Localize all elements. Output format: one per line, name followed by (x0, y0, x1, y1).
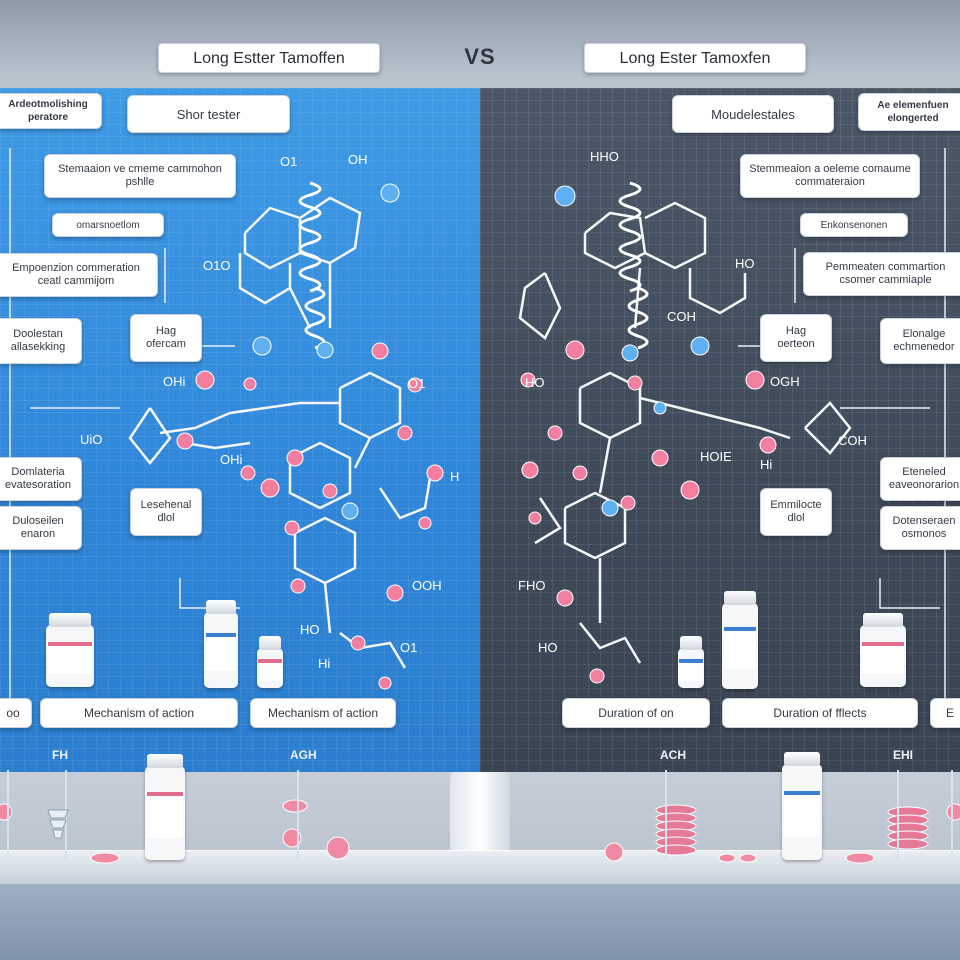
rail-label-fh: FH (52, 748, 68, 762)
formula-label: Hi (760, 457, 772, 472)
monitor-stand (450, 772, 510, 856)
pill-bottle-icon (46, 613, 94, 687)
formula-label: COH (838, 433, 867, 448)
left-label-lesehenal: Lesehenal dlol (130, 488, 202, 536)
formula-label: HO (300, 622, 320, 637)
pill-bottle-icon (782, 752, 822, 860)
left-edge-bottom-label: oo (0, 698, 32, 728)
right-edge-label: Ae elemenfuen elongerted (858, 93, 960, 131)
formula-label: H (450, 469, 459, 484)
formula-label: OHi (163, 374, 186, 389)
formula-label: O1 (400, 640, 417, 655)
right-label-elonalge: Elonalge echmenedor (880, 318, 960, 364)
formula-label: HO (525, 375, 545, 390)
pill-bottle-icon (204, 600, 238, 688)
formula-label: OH (348, 152, 368, 167)
right-label-hag: Hag oerteon (760, 314, 832, 362)
formula-label: HHO (590, 149, 619, 164)
left-label-duloseilen: Duloseilen enaron (0, 506, 82, 550)
pill-bottle-icon (860, 613, 906, 687)
left-label-domlateria: Domlateria evatesoration (0, 457, 82, 501)
duration-label-2: Duration of fflects (722, 698, 918, 728)
left-title: Long Estter Tamoffen (158, 43, 380, 73)
right-label-pemmeaten: Pemmeaten commartion csomer cammiaple (803, 252, 960, 296)
formula-label: OOH (412, 578, 442, 593)
formula-label: HO (735, 256, 755, 271)
left-edge-label: Ardeotmolishing peratore (0, 93, 102, 129)
left-label-stemaaion: Stemaaion ve cmeme cammohon pshlle (44, 154, 236, 198)
pill-bottle-icon (257, 636, 283, 688)
left-label-hag: Hag ofercam (130, 314, 202, 362)
floor (0, 884, 960, 960)
right-label-stemmeaion: Stemmeaion a oeleme comaume commateraion (740, 154, 920, 198)
formula-label: Hi (318, 656, 330, 671)
mechanism-label-2: Mechanism of action (250, 698, 396, 728)
right-edge-bottom-label: E (930, 698, 960, 728)
formula-label: O1 (408, 376, 425, 391)
right-label-enkonsenonen: Enkonsenonen (800, 213, 908, 237)
left-label-empoenzion: Empoenzion commeration ceatl cammijom (0, 253, 158, 297)
formula-label: OGH (770, 374, 800, 389)
pill-bottle-icon (145, 754, 185, 860)
formula-label: HOIE (700, 449, 732, 464)
left-label-doolestan: Doolestan allasekking (0, 318, 82, 364)
formula-label: O1O (203, 258, 230, 273)
rail-label-agh: AGH (290, 748, 317, 762)
formula-label: HO (538, 640, 558, 655)
right-label-dotenseraen: Dotenseraen osmonos (880, 506, 960, 550)
molecule-diagram: O1 O1O OH OHi UiO OHi H OOH HO Hi O1 O1 … (9, 148, 946, 708)
formula-label: UiO (80, 432, 102, 447)
formula-label: OHi (220, 452, 243, 467)
moudelestales-label: Moudelestales (672, 95, 834, 133)
pill-bottle-icon (722, 591, 758, 689)
mechanism-label-1: Mechanism of action (40, 698, 238, 728)
vs-text: VS (464, 44, 496, 69)
formula-label: COH (667, 309, 696, 324)
left-label-omarsnoetlom: omarsnoetlom (52, 213, 164, 237)
short-ester-label: Shor tester (127, 95, 290, 133)
formula-label: FHO (518, 578, 545, 593)
pills-decoration (0, 770, 960, 864)
right-label-eteneled: Eteneled eaveonorarion (880, 457, 960, 501)
rail-label-ach: ACH (660, 748, 686, 762)
duration-label-1: Duration of on (562, 698, 710, 728)
formula-label: O1 (280, 154, 297, 169)
right-label-emmilocte: Emmilocte dlol (760, 488, 832, 536)
pill-bottle-icon (678, 636, 704, 688)
rail-label-ehi: EHI (893, 748, 914, 762)
right-title: Long Ester Tamoxfen (584, 43, 806, 73)
